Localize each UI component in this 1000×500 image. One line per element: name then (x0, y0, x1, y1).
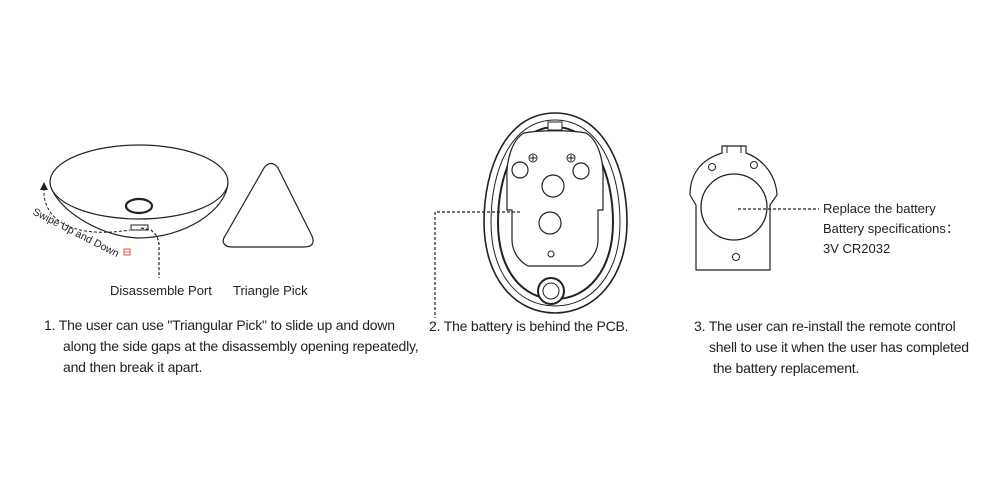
step1-caption-line-1: 1. The user can use "Triangular Pick" to… (44, 317, 395, 333)
swipe-arrow-icon (40, 182, 131, 233)
triangle-pick-label: Triangle Pick (233, 283, 308, 298)
battery-label-line-3: 3V CR2032 (823, 241, 890, 256)
battery-label-line-2: Battery specifications： (823, 221, 959, 236)
remote-disc-illustration (49, 144, 229, 239)
disassemble-port-label: Disassemble Port (110, 283, 212, 298)
step3-caption-line-1: 3. The user can re-install the remote co… (694, 318, 956, 334)
port-leader-line (140, 227, 160, 278)
step3-caption: 3. The user can re-install the remote co… (694, 316, 969, 379)
opened-remote-pcb-illustration (483, 112, 628, 314)
step1-caption-line-3: and then break it apart. (63, 359, 203, 375)
pcb-leader-line (434, 211, 520, 318)
step2-caption-line-1: 2. The battery is behind the PCB. (429, 318, 629, 334)
triangle-pick-icon (222, 162, 314, 248)
battery-label-line-1: Replace the battery (823, 201, 936, 216)
red-marker-icon (123, 248, 131, 256)
step3-caption-line-2: shell to use it when the user has comple… (709, 339, 969, 355)
step1-caption-line-2: along the side gaps at the disassembly o… (63, 338, 419, 354)
step3-caption-line-3: the battery replacement. (713, 360, 860, 376)
battery-holder-illustration (689, 145, 778, 271)
step1-caption: 1. The user can use "Triangular Pick" to… (44, 315, 419, 378)
step2-caption: 2. The battery is behind the PCB. (429, 316, 629, 337)
